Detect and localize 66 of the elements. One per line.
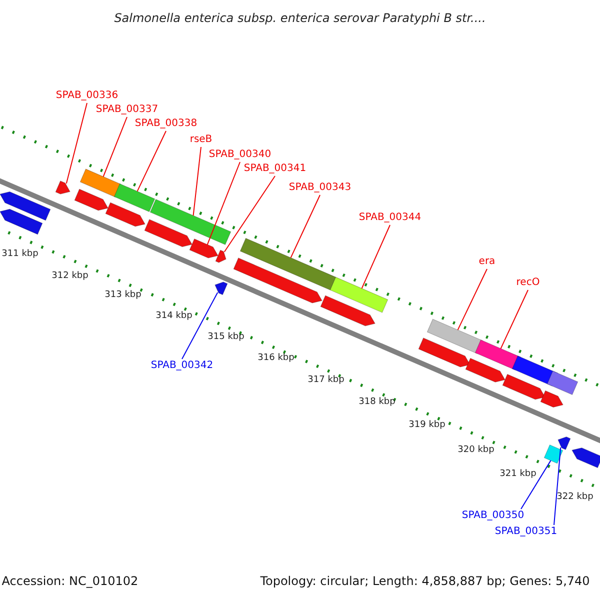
gene-feature: [0, 191, 51, 221]
leader-line: [102, 116, 128, 178]
gene-feature: [55, 180, 70, 194]
leader-line: [290, 194, 320, 258]
gene-label: SPAB_00344: [358, 212, 422, 224]
gene-feature: [114, 183, 156, 212]
gene-feature: [502, 374, 546, 400]
gene-label: SPAB_00342: [150, 360, 214, 372]
gene-feature: [0, 208, 43, 235]
gene-label: SPAB_00343: [288, 182, 352, 194]
gene-label: rseB: [190, 134, 212, 146]
gene-feature: [540, 390, 564, 408]
gene-feature: [418, 338, 470, 368]
gene-feature: [150, 198, 232, 246]
gene-label: SPAB_00341: [244, 163, 306, 175]
accession-text: Accession: NC_010102: [2, 575, 138, 587]
scale-label: 311 kbp: [2, 248, 38, 260]
gene-feature: [240, 238, 336, 290]
leader-line: [136, 130, 166, 192]
gene-label: era: [478, 256, 496, 268]
leader-line: [224, 176, 276, 252]
leader-line: [457, 268, 488, 330]
scale-label: 319 kbp: [408, 419, 446, 431]
gene-feature: [74, 188, 108, 211]
scale-label: 312 kbp: [52, 270, 88, 282]
leader-line: [500, 290, 528, 350]
scale-label: 315 kbp: [208, 331, 244, 343]
leader-line: [66, 102, 88, 184]
leader-line: [554, 446, 562, 526]
scale-label: 320 kbp: [458, 444, 494, 456]
scale-label: 318 kbp: [358, 396, 396, 408]
scale-label: 322 kbp: [556, 491, 594, 503]
leader-line: [182, 292, 218, 360]
scale-label: 313 kbp: [104, 289, 142, 301]
scale-label: 314 kbp: [156, 310, 192, 322]
gene-feature: [426, 318, 484, 354]
gene-label: SPAB_00340: [208, 149, 272, 161]
leader-line: [192, 146, 202, 216]
leader-line: [206, 162, 240, 246]
gene-feature: [572, 448, 600, 468]
gene-label: SPAB_00336: [56, 90, 118, 102]
leader-line: [520, 460, 552, 510]
gene-feature: [215, 250, 226, 263]
gene-label: SPAB_00350: [462, 510, 524, 522]
gene-label: recO: [516, 277, 540, 289]
gene-feature: [558, 436, 571, 450]
gene-feature: [144, 219, 192, 248]
gene-label: SPAB_00337: [96, 104, 158, 116]
gene-label: SPAB_00338: [134, 118, 198, 130]
gene-feature: [320, 295, 376, 326]
scale-label: 316 kbp: [258, 352, 294, 364]
genome-summary-text: Topology: circular; Length: 4,858,887 bp; Genes: 5,740: [260, 575, 590, 587]
scale-label: 317 kbp: [308, 374, 344, 386]
gene-feature: [233, 258, 322, 304]
map-title: Salmonella enterica subsp. enterica serovar Paratyphi B str....: [114, 12, 486, 24]
gene-feature: [189, 238, 218, 258]
scale-label: 321 kbp: [500, 468, 536, 480]
gene-feature: [80, 168, 122, 198]
gene-feature: [214, 282, 228, 296]
gene-feature: [465, 358, 506, 382]
gene-feature: [330, 276, 388, 313]
gene-feature: [546, 370, 578, 396]
gene-feature: [105, 202, 146, 227]
leader-line: [361, 224, 390, 289]
gene-feature: [544, 444, 564, 464]
gene-label: SPAB_00351: [494, 526, 558, 538]
